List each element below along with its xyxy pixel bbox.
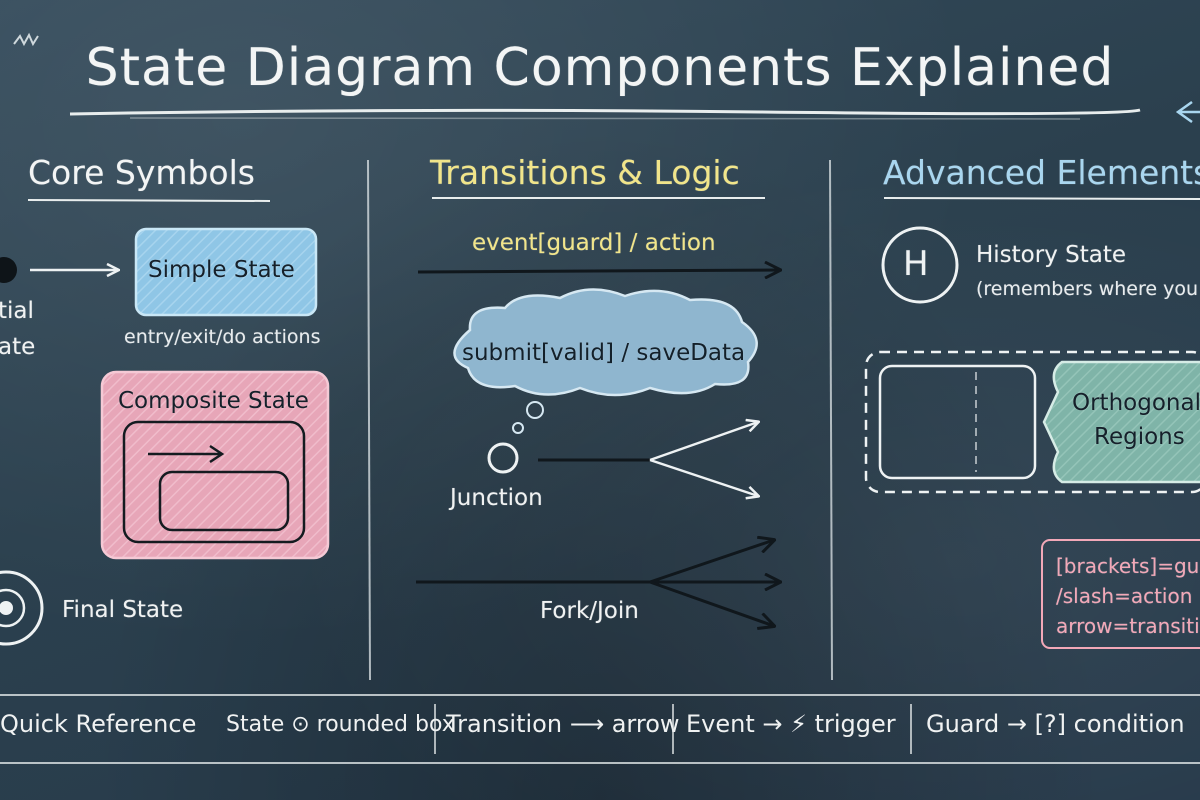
quick-ref-state: State ⊙ rounded box [226,712,455,737]
section-title-transitions: Transitions & Logic [430,153,740,192]
edge-arrow-icon [1175,100,1200,124]
orthogonal-label-line1: Orthogonal [1072,390,1200,416]
junction-branch-down [649,458,758,496]
chalk-scribble [13,32,39,47]
fork-branch-up [649,540,774,584]
history-state-circle [881,226,959,304]
quick-ref-event: Event → ⚡ trigger [686,710,896,738]
legend-box [1041,539,1200,649]
quick-reference-label: Quick Reference [0,710,197,738]
simple-state-note: entry/exit/do actions [124,326,321,348]
title-underline [69,108,1141,116]
cloud-label: submit[valid] / saveData [462,340,746,366]
history-state-note: (remembers where you left off) [976,278,1200,300]
final-state-core [0,601,13,615]
composite-state-box [100,370,330,560]
quick-ref-divider [910,704,912,754]
orthogonal-left-region [878,364,1037,480]
fork-join-label: Fork/Join [540,598,639,624]
composite-state-label: Composite State [118,388,309,414]
initial-state-label-line1: tial [0,298,34,324]
quick-ref-divider [434,704,436,754]
junction-branch-up [649,422,758,462]
quick-ref-guard: Guard → [?] condition [926,710,1185,738]
junction-circle [487,442,519,474]
event-transition-arrow [417,270,780,272]
history-h-icon: H [903,244,929,284]
event-guard-action-label: event[guard] / action [472,230,716,256]
adv-underline [883,197,1200,200]
junction-label: Junction [450,485,543,511]
divider-right [829,159,833,681]
history-state-label: History State [976,242,1127,268]
simple-state-label: Simple State [148,257,295,283]
composite-inner-substate [158,470,290,532]
thought-cloud [453,288,758,397]
final-state-label: Final State [62,597,184,623]
initial-state-dot [0,257,17,283]
divider-left [367,159,371,681]
quick-ref-transition: Transition ⟶ arrow [446,710,680,738]
orthogonal-dashed-outline [864,350,1200,494]
quick-ref-divider [672,704,674,754]
composite-inner-outer [122,420,306,544]
orthogonal-label-line2: Regions [1094,424,1185,450]
legend-action: /slash=action [1056,584,1193,608]
orthogonal-right-region [1042,360,1200,484]
section-title-advanced: Advanced Elements [883,153,1200,192]
legend-transition: arrow=transition [1056,614,1200,638]
fork-branch-down [649,580,774,626]
quick-reference-bar: Quick Reference State ⊙ rounded box Tran… [0,694,1200,764]
legend-guard: [brackets]=guard [1056,554,1200,578]
core-underline [27,199,271,202]
final-state-outer [0,570,44,646]
simple-state-box [134,227,318,317]
initial-state-label-line2: ate [0,334,36,360]
page-title: State Diagram Components Explained [85,38,1115,98]
section-title-core: Core Symbols [28,153,255,192]
